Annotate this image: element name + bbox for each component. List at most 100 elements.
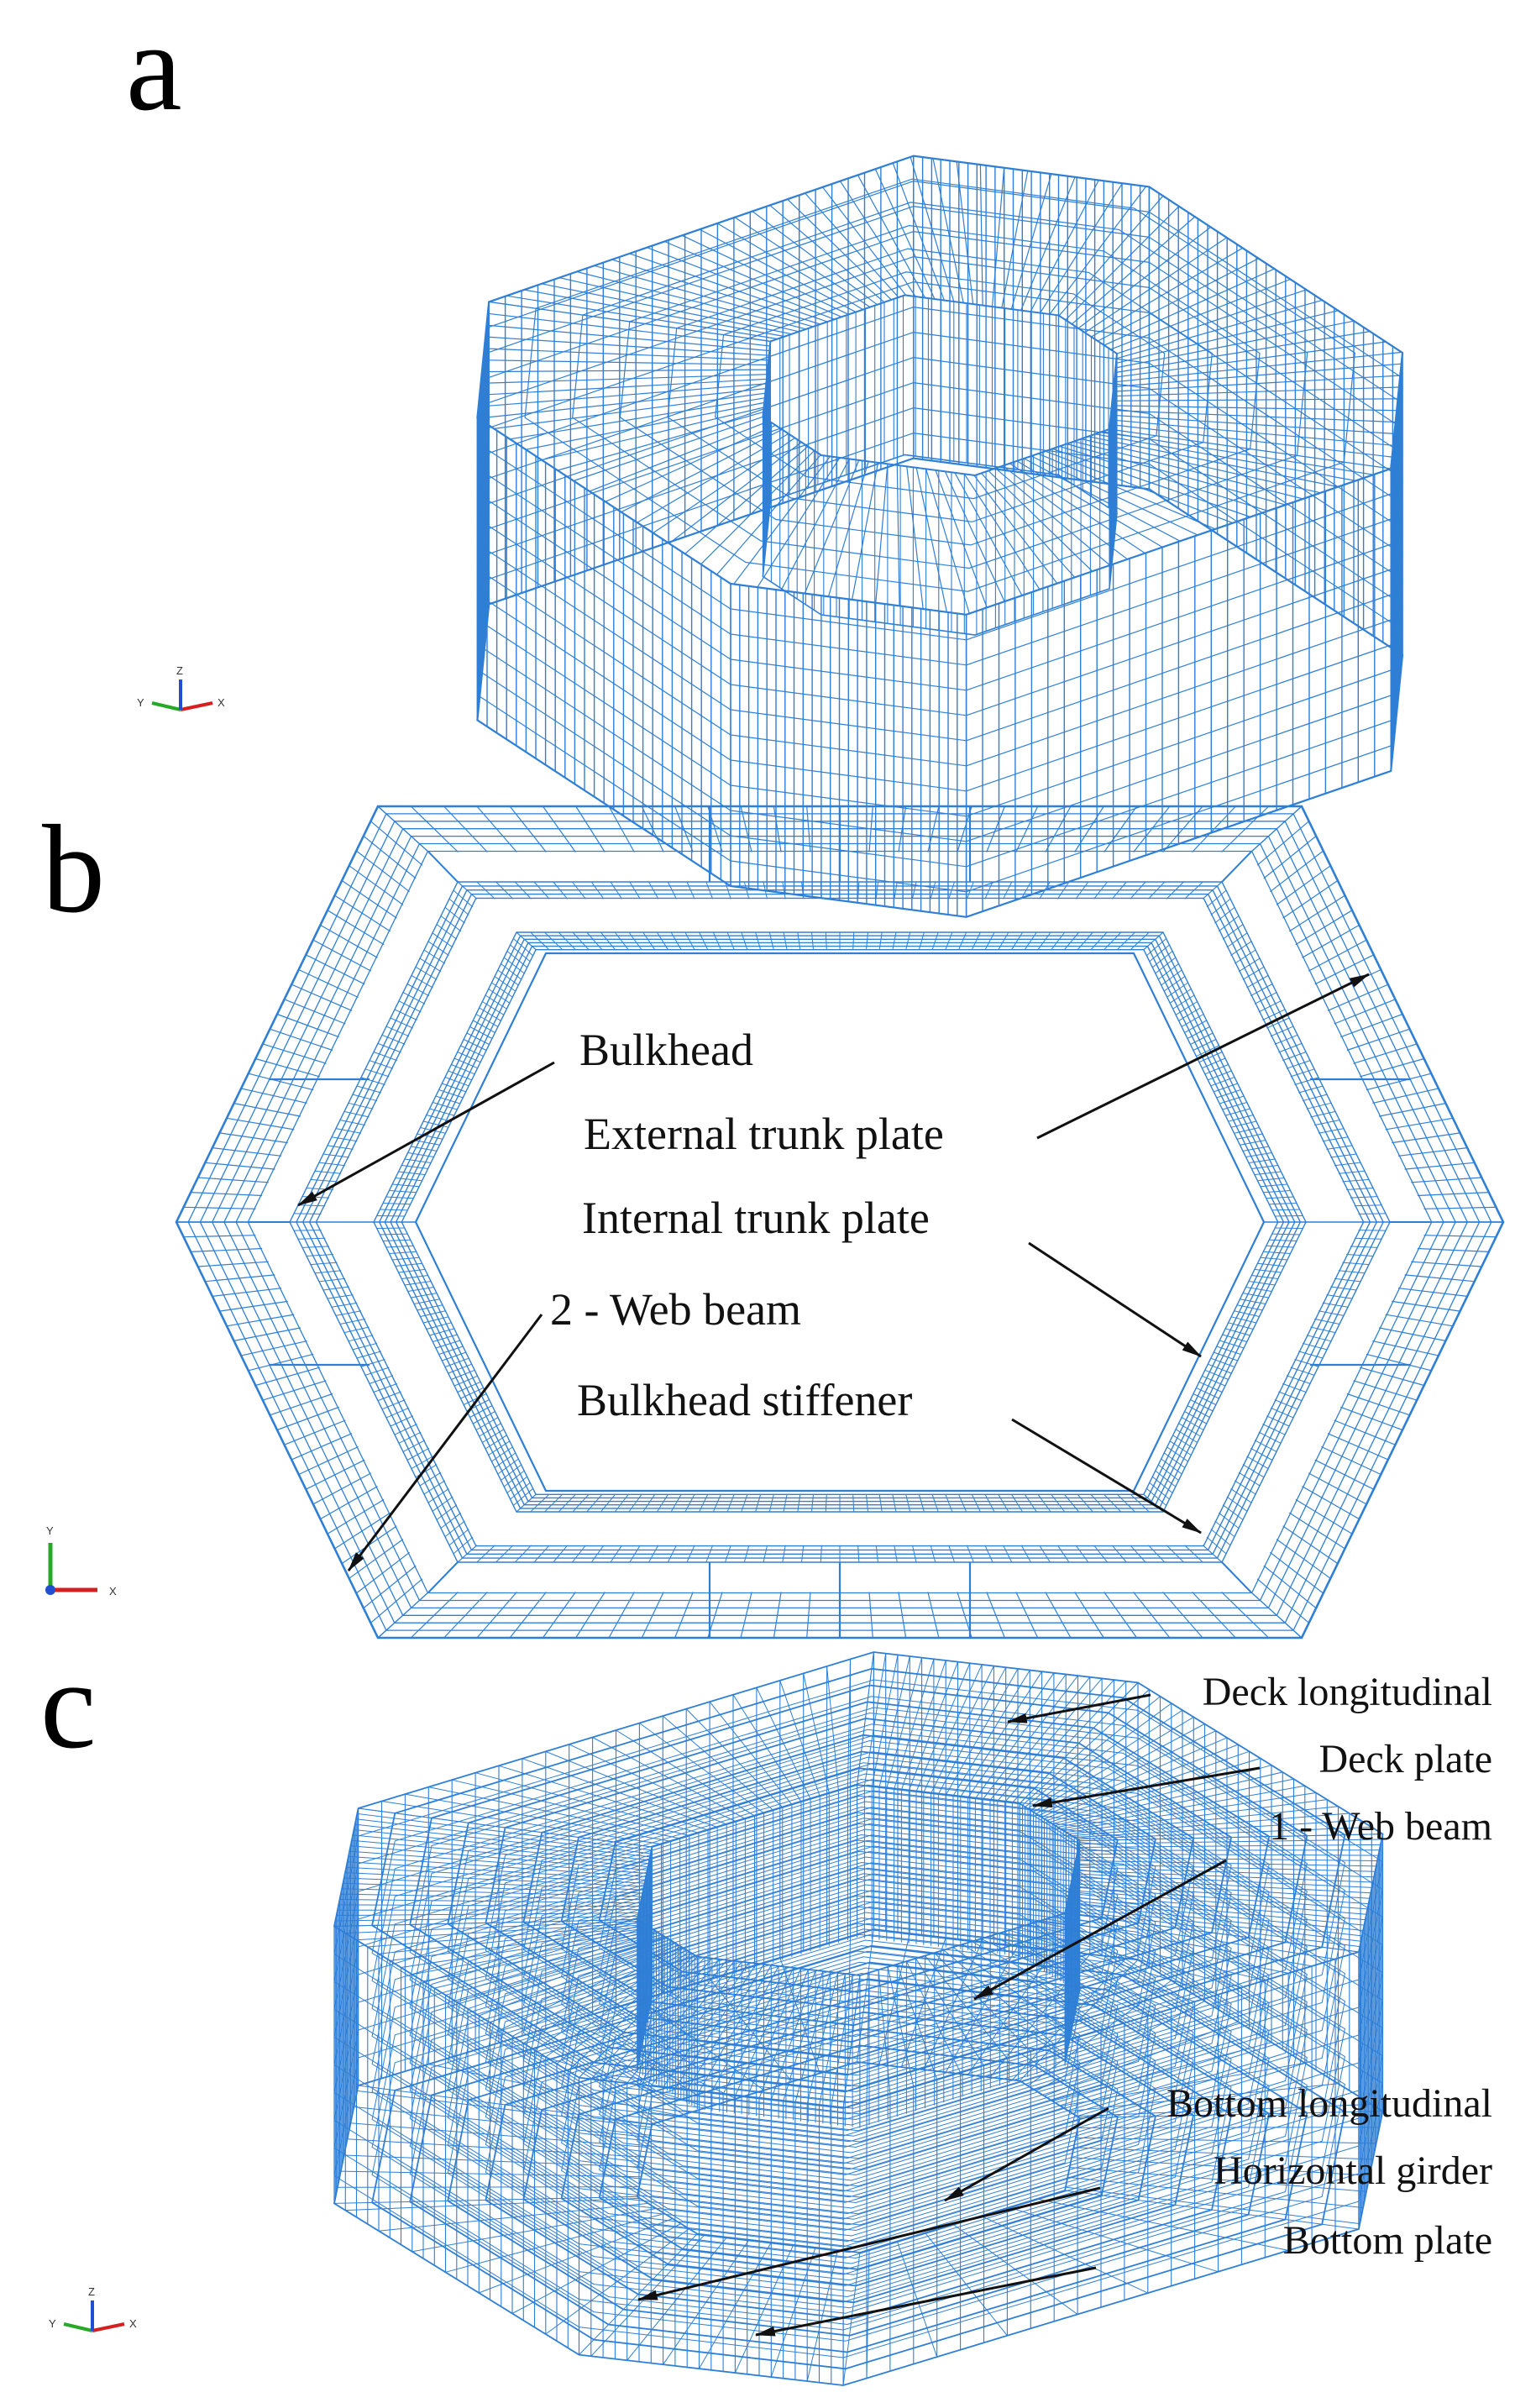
mesh-stiffener — [806, 805, 811, 853]
mesh-stiffener — [475, 1014, 499, 1027]
mesh-web-beam — [428, 1786, 680, 1839]
mesh-structure-ring — [371, 1834, 1345, 2258]
mesh-stiffener — [642, 1494, 656, 1513]
mesh-web-beam — [974, 1674, 1067, 1799]
mesh-wall-line — [913, 281, 1150, 313]
mesh-stiffener — [460, 1045, 484, 1057]
mesh-stiffener — [417, 1304, 443, 1311]
mesh-wall-line — [1390, 553, 1403, 671]
mesh-stiffener — [476, 1545, 495, 1563]
mesh-wall-line — [966, 518, 1392, 666]
mesh-deck-line — [1115, 320, 1355, 369]
mesh-stiffener — [1130, 1493, 1150, 1513]
mesh-web-beam — [1078, 1839, 1382, 1844]
mesh-stiffener — [432, 1496, 453, 1512]
mesh-web-beam — [952, 1670, 1030, 1797]
mesh-web-beam — [887, 1966, 915, 2087]
mesh-stiffener — [448, 1363, 472, 1374]
mesh-stiffener — [298, 1445, 359, 1476]
mesh-inner-bottom-edge — [762, 454, 1118, 636]
mesh-stiffener — [1263, 835, 1317, 879]
mesh-wall-line — [477, 467, 731, 635]
mesh-stiffener — [444, 1077, 469, 1087]
mesh-stiffener — [918, 1494, 925, 1513]
mesh-stiffener — [1366, 1073, 1432, 1091]
mesh-stiffener — [212, 1147, 282, 1157]
mesh-web-beam — [831, 1974, 853, 2107]
mesh-stiffener — [1146, 1487, 1167, 1506]
mesh-wall-line — [1149, 286, 1403, 454]
mesh-stiffener — [1288, 894, 1345, 932]
mesh-stiffener — [438, 1346, 464, 1355]
mesh-web-beam — [1009, 1929, 1219, 1996]
mesh-deck-line — [874, 168, 936, 300]
mesh-stiffener — [1423, 1235, 1497, 1238]
mesh-stiffener — [614, 931, 629, 951]
mesh-wall-line — [476, 377, 490, 494]
mesh-stiffener — [1240, 1140, 1266, 1146]
mesh-web-beam — [467, 1939, 670, 2010]
mesh-stiffener — [948, 881, 955, 900]
mesh-stiffener — [1104, 1592, 1138, 1639]
mesh-wall-line — [1390, 629, 1403, 747]
mesh-stiffener — [1178, 1007, 1201, 1021]
mesh-web-beam — [405, 1793, 671, 1842]
mesh-stiffener — [667, 1545, 677, 1563]
mesh-structure-ring — [447, 1950, 1270, 2309]
mesh-stiffener — [1302, 924, 1360, 958]
mesh-stiffener — [205, 1162, 275, 1170]
mesh-stiffener — [494, 1452, 516, 1468]
mesh-stiffener — [575, 805, 605, 853]
mesh-structure-ring — [599, 1906, 1119, 2132]
mesh-stiffener — [1274, 1399, 1298, 1410]
mesh-web-beam — [1067, 1899, 1364, 1931]
mesh-stiffener — [355, 850, 410, 893]
mesh-stiffener — [219, 1132, 288, 1144]
mesh-stiffener — [1257, 1178, 1285, 1182]
axis-origin — [45, 1585, 55, 1595]
mesh-stiffener — [966, 881, 974, 900]
mesh-stiffener — [1235, 1480, 1256, 1495]
mesh-stiffener — [503, 957, 525, 974]
mesh-stiffener — [512, 938, 533, 957]
mesh-web-beam — [1071, 1883, 1369, 1905]
mesh-stiffener — [503, 1470, 525, 1487]
mesh-stiffener — [427, 941, 449, 957]
mesh-stiffener — [878, 931, 883, 950]
mesh-stiffener — [782, 881, 786, 900]
mesh-stiffener — [1214, 907, 1235, 924]
mesh-stiffener — [402, 1440, 426, 1452]
mesh-stiffener — [763, 881, 768, 900]
mesh-deck-line — [494, 392, 766, 429]
mesh-stiffener — [395, 1262, 422, 1267]
mesh-stiffener — [1184, 1020, 1207, 1033]
mesh-stiffener — [1045, 1592, 1072, 1639]
mesh-stiffener — [1338, 1270, 1366, 1274]
leader-web-beam-2 — [347, 1314, 543, 1571]
mesh-wall-line — [1149, 312, 1403, 480]
mesh-stiffener — [1338, 1170, 1366, 1174]
mesh-stiffener — [1192, 1592, 1236, 1639]
mesh-wall-line — [1390, 377, 1403, 495]
mesh-web-beam — [498, 1765, 709, 1831]
mesh-web-beam — [931, 1666, 994, 1794]
mesh-stiffener — [453, 1057, 478, 1069]
mesh-stiffener — [1075, 1545, 1089, 1563]
mesh-structure-ring — [485, 1801, 1232, 2126]
mesh-stiffener — [1051, 931, 1066, 951]
mesh-web-beam — [569, 2021, 737, 2100]
mesh-stiffener — [820, 1545, 822, 1563]
mesh-stiffener — [558, 1493, 576, 1513]
mesh-web-beam — [592, 1737, 746, 1819]
mesh-stiffener — [352, 1342, 378, 1351]
mesh-stiffener — [1411, 1177, 1482, 1183]
mesh-stiffener — [614, 1493, 629, 1513]
mesh-stiffener — [1178, 1423, 1201, 1437]
mesh-web-beam — [1004, 1679, 1114, 1802]
mesh-stiffener — [1308, 939, 1367, 972]
mesh-stiffener — [1275, 1215, 1303, 1217]
mesh-web-beam — [422, 1933, 659, 1982]
label-deck-longitudinal: Deck longitudinal — [1203, 1670, 1492, 1714]
mesh-stiffener — [413, 1140, 440, 1146]
axis-triad-c: X Y Z — [49, 2285, 137, 2332]
